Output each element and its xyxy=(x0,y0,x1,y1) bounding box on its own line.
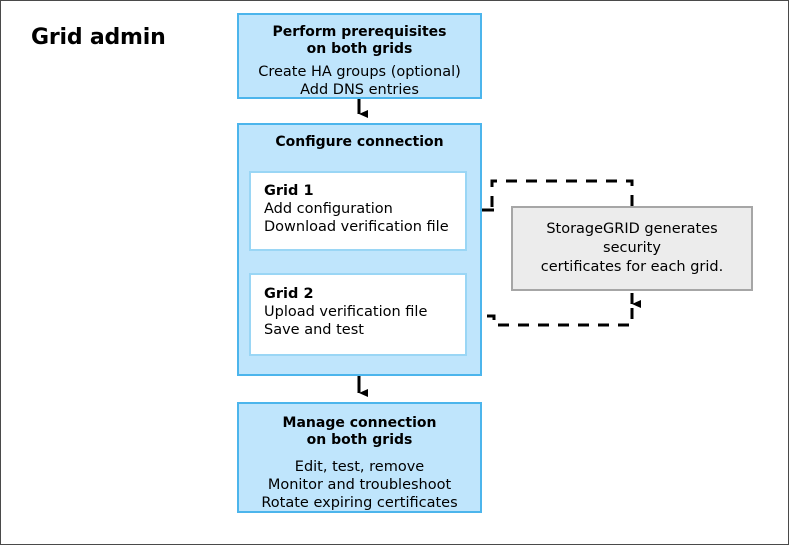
note-line-1: StorageGRID generates security xyxy=(546,221,718,256)
prereq-details: Create HA groups (optional) Add DNS entr… xyxy=(239,63,480,99)
grid2-title: Grid 2 xyxy=(264,286,314,302)
step-manage-connection[interactable]: Manage connection on both grids Edit, te… xyxy=(237,402,482,513)
manage-line-3: Rotate expiring certificates xyxy=(261,495,458,511)
manage-heading-line1: Manage connection xyxy=(282,415,437,431)
note-text: StorageGRID generates security certifica… xyxy=(513,220,751,277)
prereq-line-1: Create HA groups (optional) xyxy=(258,64,461,80)
page-title: Grid admin xyxy=(31,25,166,50)
manage-heading: Manage connection on both grids xyxy=(239,415,480,449)
substep-grid-1[interactable]: Grid 1 Add configuration Download verifi… xyxy=(249,171,467,251)
manage-line-1: Edit, test, remove xyxy=(294,459,425,475)
note-storagegrid-certificates: StorageGRID generates security certifica… xyxy=(511,206,753,291)
step-perform-prerequisites[interactable]: Perform prerequisites on both grids Crea… xyxy=(237,13,482,99)
prereq-line-2: Add DNS entries xyxy=(300,82,419,98)
substep-grid-2[interactable]: Grid 2 Upload verification file Save and… xyxy=(249,273,467,356)
prereq-heading-line1: Perform prerequisites xyxy=(272,24,447,40)
grid2-details: Upload verification file Save and test xyxy=(264,303,465,339)
manage-details: Edit, test, remove Monitor and troublesh… xyxy=(239,458,480,512)
arrow-grid2-to-note xyxy=(467,293,641,327)
grid1-title: Grid 1 xyxy=(264,183,314,199)
configure-heading: Configure connection xyxy=(275,134,444,150)
grid1-line-1: Add configuration xyxy=(264,201,393,217)
prereq-heading: Perform prerequisites on both grids xyxy=(239,24,480,58)
grid2-line-2: Save and test xyxy=(264,322,364,338)
manage-line-2: Monitor and troubleshoot xyxy=(267,477,452,493)
grid1-line-2: Download verification file xyxy=(264,219,449,235)
prereq-heading-line2: on both grids xyxy=(306,41,413,57)
note-line-2: certificates for each grid. xyxy=(540,259,724,275)
manage-heading-line2: on both grids xyxy=(306,432,413,448)
grid1-details: Add configuration Download verification … xyxy=(264,200,465,236)
grid2-line-1: Upload verification file xyxy=(264,304,428,320)
